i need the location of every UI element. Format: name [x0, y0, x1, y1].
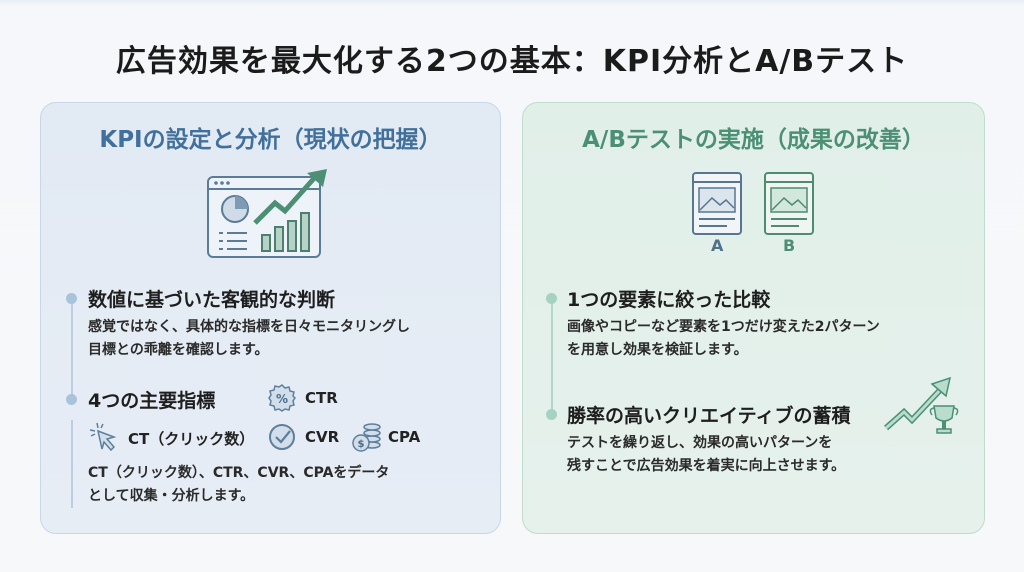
ab-item-text: 画像やコピーなど要素を1つだけ変えた2パターン [567, 319, 880, 335]
kpi-item-title: 数値に基づいた客観的な判断 [88, 289, 336, 311]
variant-b-label: B [783, 236, 796, 255]
timeline-line [71, 420, 73, 508]
ab-item-text: 残すことで広告効果を着実に向上させます。 [567, 458, 846, 474]
cursor-click-icon [89, 422, 117, 452]
variant-b-page-icon [764, 172, 814, 235]
timeline-line [71, 298, 73, 398]
ab-item-text: を用意し効果を検証します。 [567, 342, 748, 358]
percent-badge-icon: % [268, 384, 296, 412]
bullet-dot [66, 394, 77, 405]
variant-a-label: A [711, 236, 724, 255]
kpi-item-text: 目標との乖離を確認します。 [88, 342, 269, 358]
kpi-card [40, 102, 501, 534]
kpi-item-text: として収集・分析します。 [88, 488, 255, 504]
kpi-item-text: CT（クリック数）、CTR、CVR、CPAをデータ [88, 465, 390, 481]
svg-text:%: % [276, 392, 288, 406]
ab-test-card [522, 102, 985, 534]
metric-cvr-label: CVR [305, 428, 340, 446]
growth-arrow-trophy-icon [884, 376, 959, 434]
check-circle-icon [269, 424, 295, 450]
ab-item-title: 1つの要素に絞った比較 [567, 289, 771, 311]
coins-dollar-icon: $ [352, 423, 381, 452]
ab-card-heading: A/Bテストの実施（成果の改善） [582, 127, 925, 153]
variant-a-page-icon [692, 172, 742, 235]
metric-cpa-label: CPA [388, 428, 421, 446]
bullet-dot [546, 409, 557, 420]
page-title: 広告効果を最大化する2つの基本：KPI分析とA/Bテスト [115, 44, 909, 79]
metric-ctr-label: CTR [305, 389, 338, 407]
svg-text:$: $ [358, 439, 365, 450]
kpi-item-title: 4つの主要指標 [88, 390, 216, 412]
ab-item-title: 勝率の高いクリエイティブの蓄積 [567, 405, 851, 427]
metric-ct-label: CT（クリック数） [128, 430, 255, 448]
kpi-item-text: 感覚ではなく、具体的な指標を日々モニタリングし [88, 319, 410, 335]
bullet-dot [66, 293, 77, 304]
timeline-line [551, 298, 553, 414]
kpi-card-heading: KPIの設定と分析（現状の把握） [99, 127, 442, 153]
bullet-dot [546, 293, 557, 304]
analytics-dashboard-icon [207, 169, 327, 258]
ab-item-text: テストを繰り返し、効果の高いパターンを [567, 435, 833, 451]
